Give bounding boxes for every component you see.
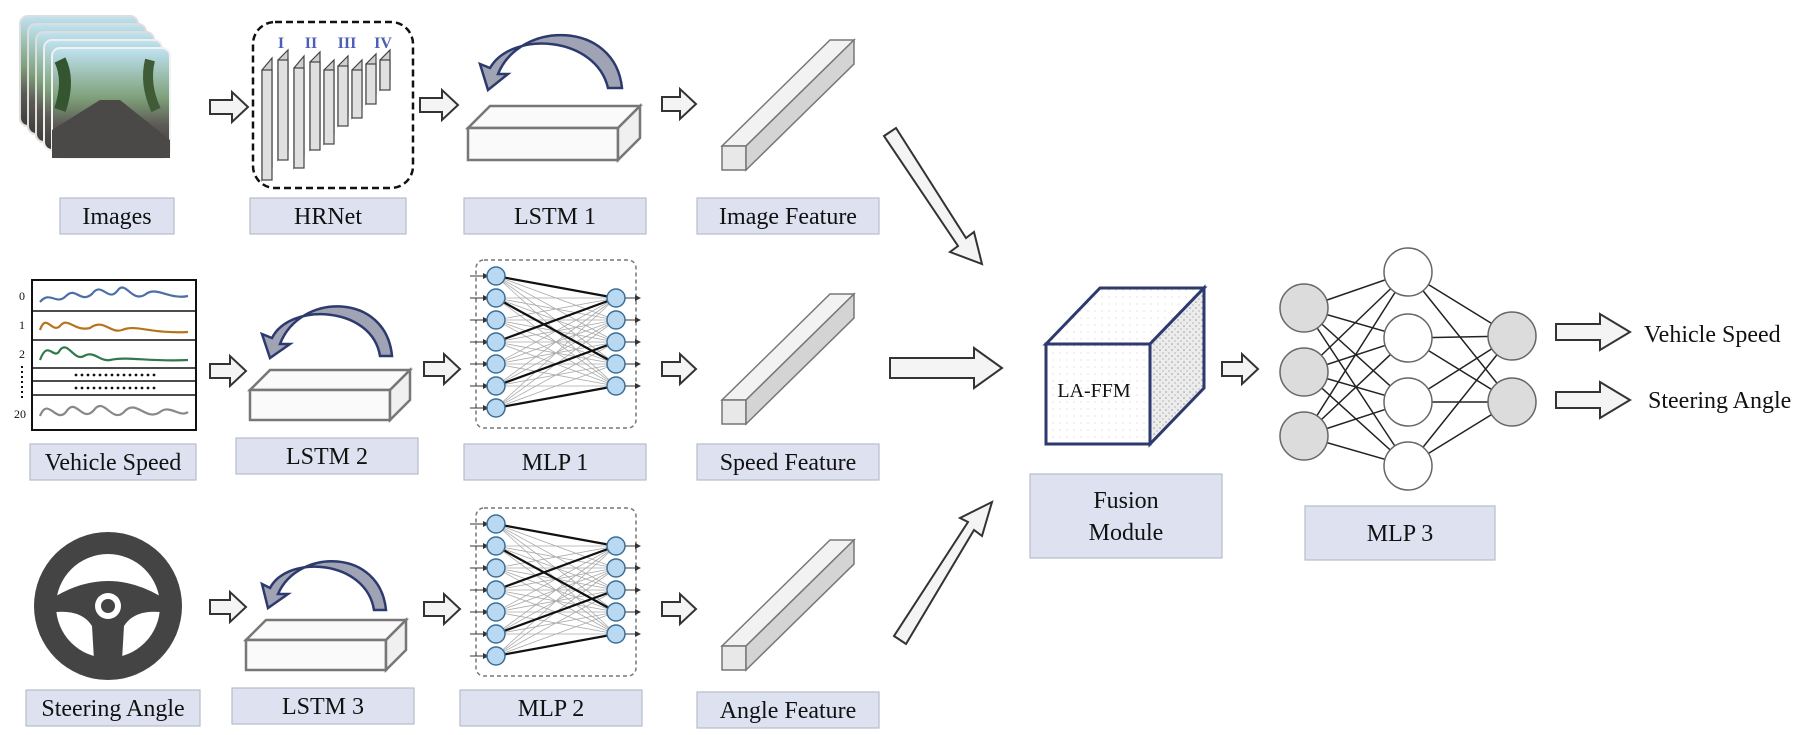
hrnet-stage-1: I [278,35,284,52]
fusion-module-label-line2: Module [1089,520,1164,546]
arrow-lstm3-to-mlp2 [423,591,462,627]
speed-signal-plot-icon: 0 1 2 20 [14,279,197,431]
image-feature-label: Image Feature [719,204,857,230]
arrow-speed-to-lstm2 [209,353,248,389]
lstm3-icon [242,560,410,674]
lstm3-label: LSTM 3 [282,694,364,720]
lstm2-icon [246,305,414,424]
lstm2-label: LSTM 2 [286,444,368,470]
hrnet-stage-3: III [338,35,357,52]
mlp1-icon [470,259,641,429]
mlp3-label-box [1304,505,1496,561]
images-label: Images [82,204,151,230]
arrow-to-steering-angle-output [1555,380,1632,420]
arrow-image-feature-to-fusion [882,126,984,266]
mlp2-label-box [459,689,643,727]
angle-feature-label-box [696,691,880,729]
hrnet-label-box [249,197,407,235]
arrow-to-vehicle-speed-output [1555,312,1632,352]
arrow-fusion-to-mlp3 [1221,351,1260,387]
la-ffm-cube-icon: LA-FFM [1042,284,1208,448]
mlp1-label: MLP 1 [522,450,588,476]
mlp1-label-box [463,443,647,481]
steering-angle-input-label: Steering Angle [41,696,184,722]
speed-tick-1: 1 [19,318,25,332]
steering-angle-output-label: Steering Angle [1648,388,1791,414]
mlp2-icon [470,507,641,677]
speed-feature-label-box [696,443,880,481]
image-feature-prism-icon [720,38,856,172]
arrow-hrnet-to-lstm1 [419,87,460,123]
arrow-angle-to-lstm3 [209,589,248,625]
arrow-images-to-hrnet [209,89,250,125]
speed-tick-0: 0 [19,289,25,303]
lstm2-label-box [235,437,419,475]
lstm3-label-box [231,687,415,725]
mlp3-network-icon [1279,247,1537,491]
fusion-module-label-line1: Fusion [1093,488,1158,514]
angle-feature-prism-icon [720,538,856,672]
vehicle-speed-input-label-box [29,443,197,481]
image-stack-icon [19,15,171,159]
lstm1-label-box [463,197,647,235]
lstm1-label: LSTM 1 [514,204,596,230]
hrnet-icon: I II III IV [251,20,415,190]
images-label-box [59,197,175,235]
speed-feature-label: Speed Feature [720,450,857,476]
lstm1-icon [464,33,644,164]
arrow-lstm2-to-mlp1 [423,351,462,387]
image-feature-label-box [696,197,880,235]
arrow-angle-feature-to-fusion [892,500,994,646]
angle-feature-label: Angle Feature [720,698,857,724]
speed-feature-prism-icon [720,292,856,426]
arrow-mlp2-to-angle-feature [661,591,698,627]
speed-tick-2: 2 [19,347,25,361]
vehicle-speed-output-label: Vehicle Speed [1644,322,1781,348]
mlp2-label: MLP 2 [518,696,584,722]
steering-wheel-icon [34,532,182,680]
steering-angle-input-label-box [25,689,201,727]
vehicle-speed-input-label: Vehicle Speed [45,450,182,476]
arrow-lstm1-to-image-feature [661,86,698,122]
mlp3-label: MLP 3 [1367,521,1433,547]
arrow-speed-feature-to-fusion [889,346,1004,390]
speed-tick-20: 20 [14,407,26,421]
hrnet-stage-4: IV [374,35,392,52]
hrnet-stage-2: II [305,35,317,52]
arrow-mlp1-to-speed-feature [661,351,698,387]
hrnet-label: HRNet [294,204,362,230]
la-ffm-label: LA-FFM [1057,380,1131,402]
fusion-module-label-box [1029,473,1223,559]
